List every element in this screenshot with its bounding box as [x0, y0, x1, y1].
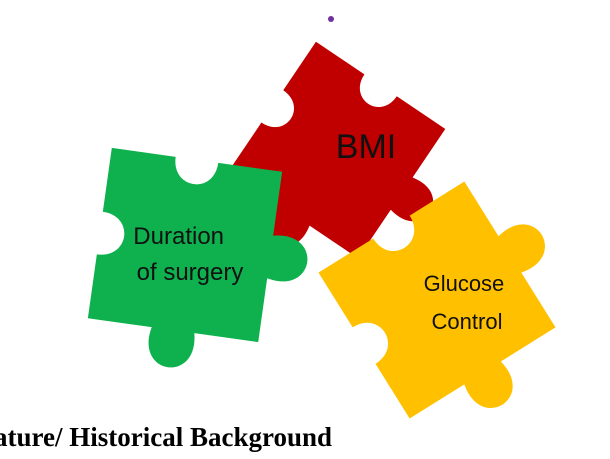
duration-label-line-1: Duration [133, 223, 224, 250]
connector-dot [328, 16, 334, 22]
glucose-label-line-2: Control [432, 309, 503, 334]
duration-label-line-2: of surgery [137, 259, 244, 286]
bmi-label: BMI [336, 128, 396, 166]
glucose-label-line-1: Glucose [424, 271, 505, 296]
